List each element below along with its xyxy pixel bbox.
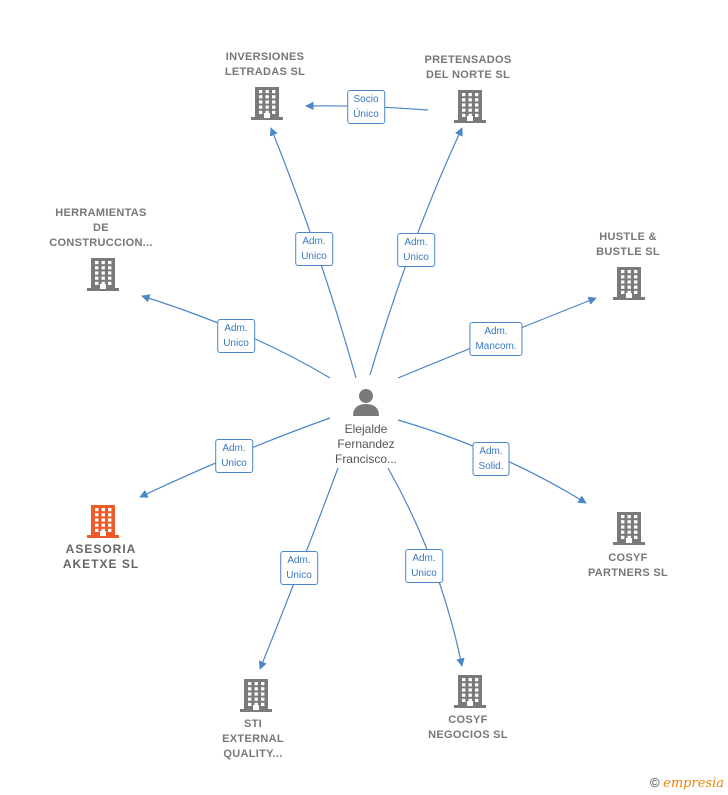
person-icon[interactable] xyxy=(351,387,381,422)
edge-label[interactable]: Adm. Unico xyxy=(217,319,255,353)
building-icon[interactable] xyxy=(612,510,646,551)
edge-label[interactable]: Adm. Unico xyxy=(280,551,318,585)
edge-label[interactable]: Adm. Unico xyxy=(405,549,443,583)
building-icon[interactable] xyxy=(453,88,487,129)
company-name-inversiones[interactable]: INVERSIONES LETRADAS SL xyxy=(224,51,306,78)
edge-label[interactable]: Socio Único xyxy=(347,90,385,124)
edge-label[interactable]: Adm. Unico xyxy=(215,439,253,473)
building-icon[interactable] xyxy=(86,256,120,297)
footer-brand: © empresia xyxy=(650,775,724,791)
company-name-herramientas[interactable]: HERRAMIENTAS DE CONSTRUCCION... xyxy=(49,207,153,249)
company-name-cosyfp[interactable]: COSYF PARTNERS SL xyxy=(587,552,669,579)
copyright-symbol: © xyxy=(649,775,660,790)
edge-label[interactable]: Adm. Unico xyxy=(397,233,435,267)
company-name-cosyfn[interactable]: COSYF NEGOCIOS SL xyxy=(428,714,508,741)
building-icon[interactable] xyxy=(239,677,273,718)
company-name-asesoria[interactable]: ASESORIA AKETXE SL xyxy=(62,542,140,571)
company-name-pretensados[interactable]: PRETENSADOS DEL NORTE SL xyxy=(424,54,512,81)
building-icon[interactable] xyxy=(453,673,487,714)
person-name[interactable]: Elejalde Fernandez Francisco... xyxy=(334,422,397,466)
company-name-hustle[interactable]: HUSTLE & BUSTLE SL xyxy=(596,231,660,258)
edge-label[interactable]: Adm. Mancom. xyxy=(469,322,523,356)
building-icon[interactable] xyxy=(86,503,120,544)
building-icon[interactable] xyxy=(612,265,646,306)
edge-label[interactable]: Adm. Unico xyxy=(295,232,333,266)
edge-label[interactable]: Adm. Solid. xyxy=(472,442,510,476)
company-name-sti[interactable]: STI EXTERNAL QUALITY... xyxy=(222,718,284,760)
brand-logo: empresia xyxy=(663,776,724,791)
building-icon[interactable] xyxy=(250,85,284,126)
